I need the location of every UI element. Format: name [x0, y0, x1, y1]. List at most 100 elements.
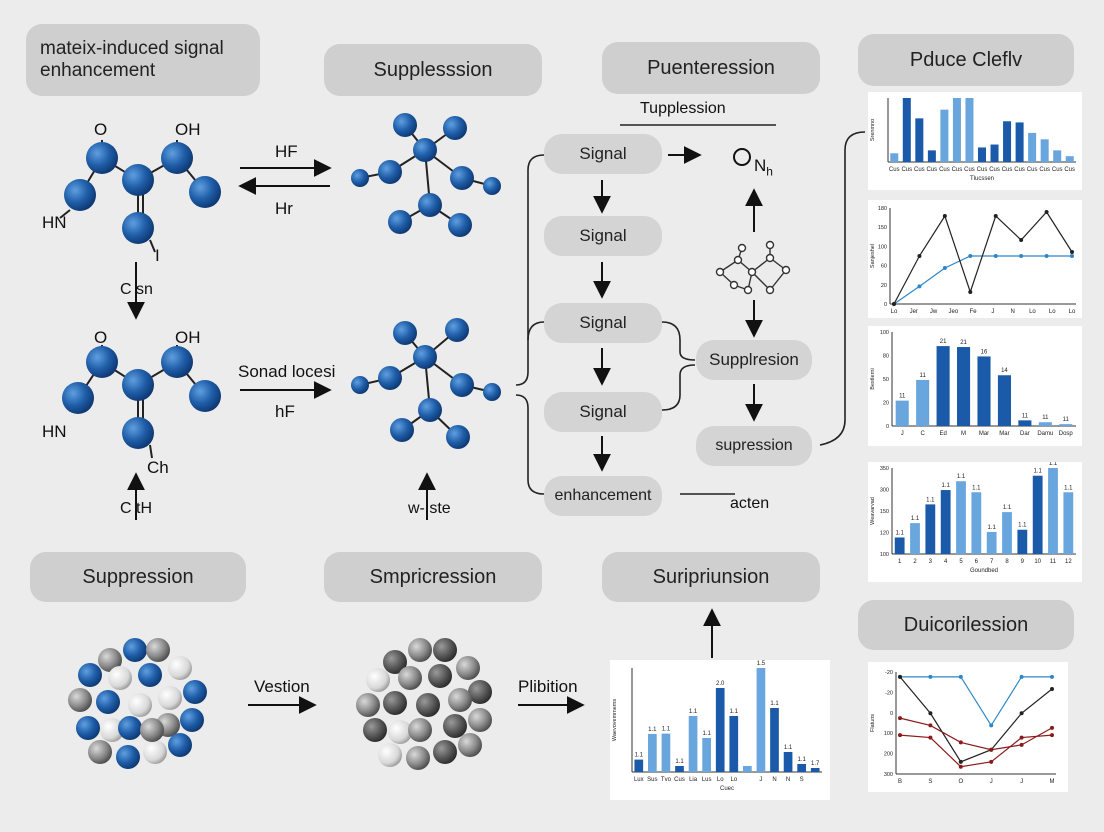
x-tick-label: M [1050, 779, 1055, 785]
y-tick-label: 20 [883, 401, 889, 407]
chart-bar [1063, 492, 1074, 554]
chart-bar [715, 688, 725, 772]
data-point [1050, 687, 1054, 691]
flow-on-label: Nh [754, 156, 773, 178]
chart-bar [1028, 132, 1037, 162]
x-tick-label: Cus [889, 167, 900, 173]
chart-bar [810, 768, 820, 772]
data-point [1019, 674, 1024, 679]
x-tick-label: Lus [702, 777, 712, 783]
bar-value-label: 1.1 [784, 745, 793, 751]
data-point [928, 723, 933, 728]
bar-value-label: 1.1 [941, 483, 950, 489]
bar-value-label: 11 [1042, 415, 1049, 421]
x-tick-label: Ed [939, 431, 946, 437]
x-tick-label: J [759, 777, 762, 783]
bar-value-label: 11 [899, 394, 906, 400]
data-point [892, 302, 896, 306]
x-tick-label: Cus [674, 777, 685, 783]
x-tick-label: Lia [689, 777, 698, 783]
bar-value-label: 1.1 [635, 753, 644, 759]
chart-bar [927, 150, 936, 162]
chart-bar [910, 523, 920, 554]
data-point [1050, 725, 1054, 730]
chart-bar [743, 766, 752, 772]
data-point [1019, 238, 1024, 242]
chart-bar [702, 738, 711, 772]
y-tick-label: 200 [884, 752, 893, 758]
flow-acten-label: acten [730, 495, 770, 512]
bar-value-label: 1.1 [648, 727, 657, 733]
header-pduce-cleflv: Pduce Cleflv [858, 34, 1074, 86]
x-tick-label: Cus [1052, 167, 1063, 173]
series-line [893, 211, 1073, 305]
flow-node-supression: supression [696, 426, 812, 466]
x-tick-label: S [800, 777, 804, 783]
x-tick-label: J [1020, 779, 1023, 785]
x-tick-label: Cus [1002, 167, 1013, 173]
bar-value-label: 1.7 [811, 761, 820, 767]
arrows [127, 146, 763, 714]
y-tick-label: -20 [885, 670, 893, 676]
chart-bar [1065, 156, 1074, 162]
data-point [898, 733, 902, 738]
x-tick-label: Lo [717, 777, 724, 783]
x-tick-label: Dar [1020, 431, 1030, 437]
x-tick-label: 4 [944, 559, 948, 565]
sphere-cluster-left [68, 638, 207, 769]
y-tick-label: 120 [880, 531, 889, 537]
data-point [917, 254, 922, 258]
x-tick-label: Lo [1049, 309, 1056, 315]
chart-bar [648, 734, 657, 772]
flow-node-signal-3: Signal [544, 303, 662, 343]
chart-bar [1048, 468, 1058, 554]
y-axis-label: Bestlerni [870, 368, 876, 389]
x-tick-label: Damu [1037, 431, 1053, 437]
data-point [958, 764, 963, 769]
bar-value-label: 11 [1022, 413, 1029, 419]
header-supplesssion: Supplesssion [324, 44, 542, 96]
x-tick-label: Cus [914, 167, 925, 173]
y-tick-label: 350 [880, 466, 889, 472]
x-tick-label: Sus [647, 777, 657, 783]
chart-bar [1032, 475, 1043, 554]
x-tick-label: 12 [1065, 559, 1072, 565]
bar-value-label: 1.1 [1033, 469, 1042, 475]
bar-value-label: 1.1 [730, 709, 739, 715]
chart-bar [783, 752, 793, 772]
chart-bar [940, 109, 949, 162]
chart-bar [895, 400, 909, 426]
y-tick-label: 60 [881, 264, 887, 270]
bar-value-label: 1.1 [895, 530, 904, 536]
data-point [1070, 250, 1074, 254]
x-tick-label: Tvo [661, 777, 672, 783]
bar-value-label: 1.1 [675, 759, 684, 765]
series-line [899, 676, 1053, 763]
x-tick-label: Fe [970, 309, 978, 315]
bar-value-label: 1.1 [1003, 505, 1012, 511]
bar-value-label: 1.1 [972, 485, 981, 491]
y-tick-label: 0 [886, 424, 889, 430]
data-point [968, 254, 973, 258]
data-point [942, 266, 947, 270]
chart-bar [634, 759, 644, 772]
molecule-mid-left [62, 345, 221, 459]
x-tick-label: Cus [977, 167, 988, 173]
data-point [1019, 742, 1024, 747]
x-tick-label: 8 [1005, 559, 1009, 565]
bar-value-label: 11 [920, 373, 927, 379]
label-vestion: Vestion [254, 677, 310, 696]
label-w-ste: w- ste [408, 500, 451, 517]
x-tick-label: Cus [1014, 167, 1025, 173]
bar-value-label: 2.0 [716, 681, 725, 687]
y-tick-label: 0 [890, 711, 893, 717]
x-tick-label: N [772, 777, 776, 783]
x-tick-label: Jer [910, 309, 918, 315]
data-point [1019, 735, 1024, 740]
bar-value-label: 1.1 [662, 727, 671, 733]
